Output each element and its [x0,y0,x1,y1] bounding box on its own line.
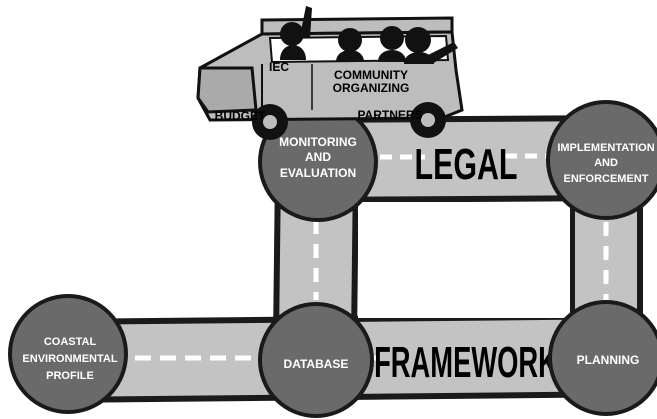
node-coastal-profile: COASTAL ENVIRONMENTAL PROFILE [8,294,128,414]
node-implementation-line-2: AND [594,157,618,169]
jeepney-with-passengers-icon: IEC COMMUNITY ORGANIZING BUDGET PARTNERS [196,6,464,140]
jeep-front-hub [263,115,277,129]
node-database: DATABASE [258,302,374,418]
road-label-framework: FRAMEWORK [374,337,558,386]
node-planning-label: PLANNING [577,353,640,367]
node-coastal-line-2: ENVIRONMENTAL [22,353,117,365]
node-implementation-line-3: ENFORCEMENT [564,173,649,185]
jeep-label-partners: PARTNERS [357,108,422,122]
node-monitoring-evaluation: MONITORING AND EVALUATION [258,102,378,222]
road-interior [358,202,570,318]
node-planning: PLANNING [548,300,657,416]
node-coastal-line-1: COASTAL [44,336,97,348]
jeep-rear-hub [421,113,435,127]
node-coastal-line-3: PROFILE [46,370,94,382]
road-label-legal: LEGAL [415,140,518,189]
jeep-label-community-line-1: COMMUNITY [334,68,408,82]
jeep-passengers [280,6,458,64]
node-implementation-line-1: IMPLEMENTATION [557,142,654,154]
road-network: LEGAL FRAMEWORK [57,115,643,403]
node-monitoring-line-1: MONITORING [279,135,357,149]
jeep-label-iec: IEC [269,60,289,74]
jeep-hood [196,66,258,114]
jeep-label-community-line-2: ORGANIZING [333,81,410,95]
node-database-label: DATABASE [284,357,349,371]
node-monitoring-line-2: AND [305,150,331,164]
jeep-label-budget: BUDGET [215,109,266,123]
node-monitoring-line-3: EVALUATION [280,166,356,180]
node-implementation-enforcement: IMPLEMENTATION AND ENFORCEMENT [546,100,657,220]
